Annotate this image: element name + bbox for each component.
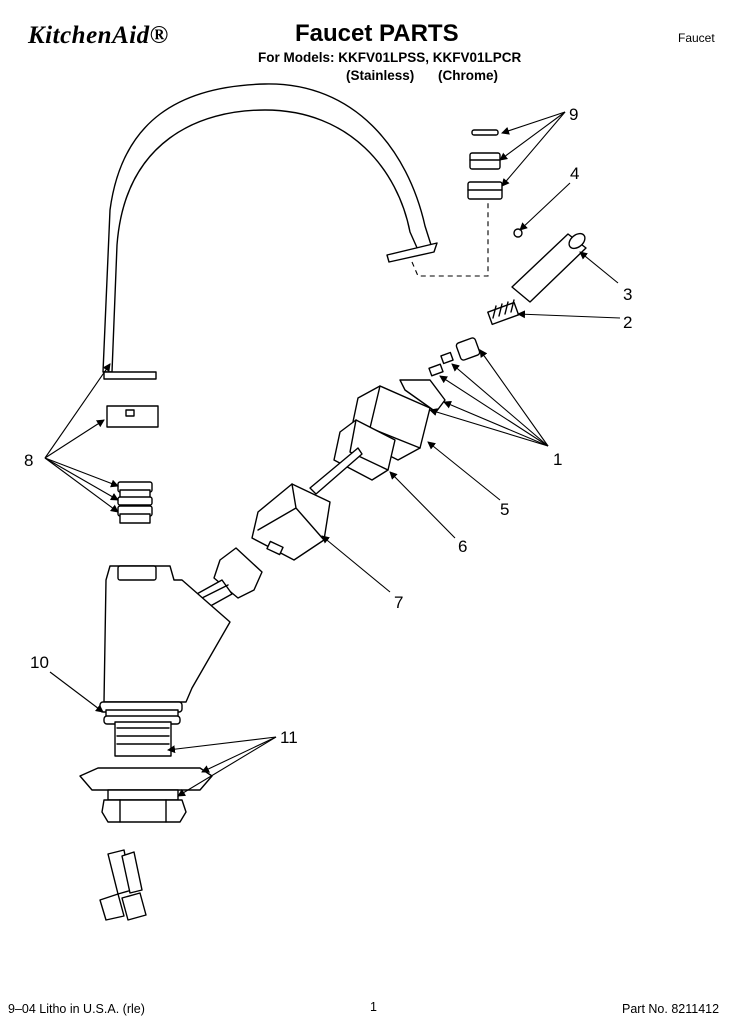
spout-seal-parts	[106, 405, 159, 524]
callout-11: 11	[280, 728, 298, 747]
handle-part	[511, 232, 587, 303]
spout-part	[102, 83, 438, 380]
section-label: Faucet	[678, 31, 715, 45]
callout-6: 6	[458, 537, 467, 556]
callout-10: 10	[30, 653, 49, 672]
models-line: For Models: KKFV01LPSS, KKFV01LPCR	[258, 50, 522, 65]
finish-chrome-label: (Chrome)	[438, 68, 498, 83]
part-number: Part No. 8211412	[622, 1002, 720, 1016]
callout-labels: 9 4 3 2 1 5 6 7 8 10 11	[24, 105, 632, 747]
page-number: 1	[370, 1000, 377, 1014]
cartridge-small-parts	[399, 337, 481, 413]
finish-stainless-label: (Stainless)	[346, 68, 415, 83]
callout-3: 3	[623, 285, 632, 304]
valve-cartridge-part	[251, 447, 363, 561]
page-title: Faucet PARTS	[295, 20, 459, 47]
callout-8: 8	[24, 451, 33, 470]
supply-hose-part	[99, 849, 147, 921]
callout-7: 7	[394, 593, 403, 612]
callout-9: 9	[569, 105, 578, 124]
aerator-parts	[467, 129, 503, 200]
spring-part	[487, 299, 520, 326]
callout-1: 1	[553, 450, 562, 469]
callout-4: 4	[570, 164, 579, 183]
callout-5: 5	[500, 500, 509, 519]
brand-logo: KitchenAid®	[28, 22, 169, 49]
faucet-body-part	[99, 565, 231, 725]
litho-note: 9–04 Litho in U.S.A. (rle)	[8, 1002, 145, 1016]
mounting-hardware-part	[79, 721, 213, 823]
set-screw-part	[513, 228, 523, 238]
callout-leaders	[44, 111, 621, 797]
callout-2: 2	[623, 313, 632, 332]
